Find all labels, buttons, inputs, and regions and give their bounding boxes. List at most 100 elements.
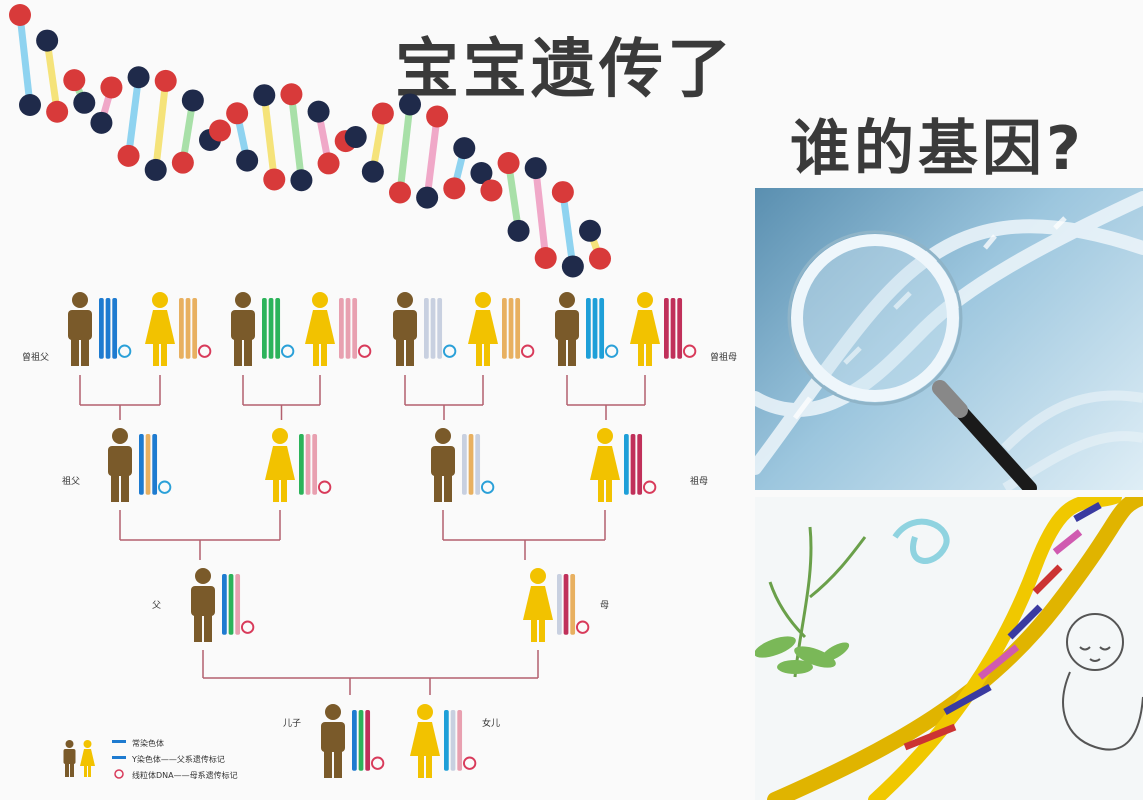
dna-atom [226, 102, 249, 125]
dna-atom [36, 29, 59, 52]
legend-y-chromosome: Y染色体——父系遗传标记 [132, 755, 225, 764]
label-mother: 母 [600, 601, 610, 611]
dna-atom [253, 84, 276, 107]
dna-atom [154, 69, 177, 92]
chromosome-set [139, 434, 172, 495]
dna-atom [117, 144, 140, 167]
dna-helix [9, 4, 611, 278]
title-line-2: 谁的基因? [790, 114, 1085, 184]
dna-rung [532, 167, 550, 259]
baby-plant-scene [755, 497, 1143, 800]
title-line-1: 宝宝遗传了 [395, 33, 735, 107]
dna-atom [263, 168, 286, 191]
female-figure-icon [468, 292, 498, 366]
dna-rung [505, 162, 523, 232]
label-grandfather: 祖父 [62, 477, 81, 487]
dna-rung [125, 76, 143, 157]
dna-atom [127, 66, 150, 89]
chromosome-set [444, 710, 477, 771]
dna-atom [589, 247, 611, 270]
dna-rung [260, 94, 278, 180]
male-figure-icon [63, 740, 76, 777]
dna-rung [423, 116, 441, 199]
chromosome-set [424, 298, 457, 359]
chromosome-set [462, 434, 495, 495]
dna-atom [579, 219, 601, 242]
dna-atom [426, 105, 449, 128]
dna-atom [389, 181, 411, 204]
dna-atom [46, 100, 69, 123]
legend-autosome: 常染色体 [132, 739, 164, 748]
dna-atom [209, 119, 231, 142]
male-figure-icon [231, 292, 255, 366]
dna-atom [524, 157, 547, 180]
dna-atom [317, 152, 340, 175]
label-son: 儿子 [283, 719, 302, 729]
chromosome-set [339, 298, 372, 359]
dna-atom [236, 149, 259, 172]
dna-atom [561, 255, 584, 278]
legend-mtdna: 线粒体DNA——母系遗传标记 [132, 771, 238, 780]
dna-atom [100, 76, 123, 99]
dna-atom [181, 89, 204, 112]
dna-atom [290, 169, 313, 192]
label-daughter: 女儿 [482, 719, 501, 729]
female-figure-icon [410, 704, 440, 778]
female-figure-icon [523, 568, 553, 642]
label-grandmother: 祖母 [690, 477, 709, 487]
female-figure-icon [80, 740, 95, 777]
male-figure-icon [321, 704, 345, 778]
dna-rung [43, 40, 61, 113]
magnifier-dna-photo [755, 188, 1143, 490]
dna-atom [19, 94, 41, 116]
dna-atom [443, 177, 466, 200]
chromosome-set [557, 574, 590, 635]
chromosome-set [352, 710, 385, 771]
chromosome-set [262, 298, 295, 359]
male-figure-icon [191, 568, 215, 642]
dna-atom [371, 102, 394, 125]
chromosome-set [222, 574, 255, 635]
male-figure-icon [555, 292, 579, 366]
family-tree-diagram [63, 292, 697, 779]
label-father: 父 [152, 601, 162, 611]
dna-atom [307, 100, 330, 123]
female-figure-icon [305, 292, 335, 366]
label-great-grandparents-left: 曾祖父 [22, 353, 50, 363]
dna-atom [171, 151, 194, 174]
dna-atom [551, 181, 574, 204]
chromosome-set [664, 298, 697, 359]
dna-atom [497, 152, 520, 175]
dna-atom [416, 186, 439, 209]
dna-rung [152, 80, 170, 171]
chromosome-set [586, 298, 619, 359]
dna-atom [470, 162, 493, 185]
chromosome-set [624, 434, 657, 495]
dna-atom [344, 126, 367, 149]
male-figure-icon [68, 292, 92, 366]
dna-atom [9, 4, 31, 26]
label-great-grandparents-right: 曾祖母 [710, 353, 738, 363]
dna-atom [73, 91, 96, 114]
male-figure-icon [393, 292, 417, 366]
chromosome-set [299, 434, 332, 495]
dna-atom [361, 160, 384, 183]
dna-atom [399, 93, 421, 116]
female-figure-icon [265, 428, 295, 502]
female-figure-icon [145, 292, 175, 366]
chromosome-set [502, 298, 535, 359]
dna-atom [480, 179, 503, 202]
female-figure-icon [630, 292, 660, 366]
dna-rung [559, 191, 577, 267]
dna-atom [63, 69, 86, 92]
dna-rung [287, 93, 305, 181]
dna-atom [280, 83, 303, 106]
dna-atom [144, 158, 167, 181]
dna-rung [16, 14, 34, 106]
dna-atom [507, 219, 530, 242]
male-figure-icon [431, 428, 455, 502]
dna-rung [396, 104, 414, 193]
dna-atom [534, 246, 557, 269]
chromosome-set [99, 298, 132, 359]
